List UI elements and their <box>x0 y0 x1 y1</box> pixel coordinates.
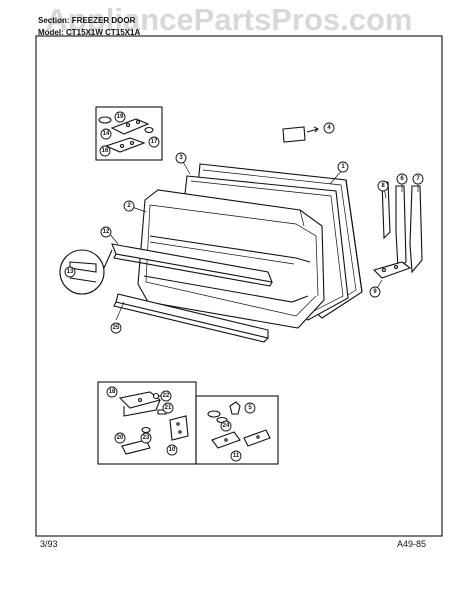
inner-door-liner <box>137 189 325 329</box>
callouts: 1 2 3 4 5 6 7 8 <box>64 111 424 462</box>
callout-10: 10 <box>166 444 178 456</box>
callout-18: 18 <box>106 386 118 398</box>
svg-text:13: 13 <box>67 269 74 275</box>
svg-text:5: 5 <box>248 405 252 411</box>
hinge-bottom-inset <box>97 381 197 465</box>
svg-text:6: 6 <box>400 176 404 182</box>
callout-5: 5 <box>244 402 256 414</box>
svg-text:4: 4 <box>327 125 331 131</box>
callout-19: 19 <box>114 111 126 123</box>
callout-6: 6 <box>396 173 408 185</box>
bottom-trim <box>113 293 269 343</box>
model-title: Model: CT15X1W CT15X1A <box>38 28 141 37</box>
svg-text:21: 21 <box>165 405 172 411</box>
hinge-top-inset <box>95 106 163 161</box>
callout-14: 14 <box>100 128 112 140</box>
callout-20: 20 <box>114 432 126 444</box>
svg-text:7: 7 <box>416 176 420 182</box>
svg-text:9: 9 <box>373 289 377 295</box>
svg-text:3: 3 <box>179 155 183 161</box>
callout-8: 8 <box>377 180 389 192</box>
callout-17: 17 <box>148 136 160 148</box>
svg-text:19: 19 <box>117 114 124 120</box>
callout-4: 4 <box>323 122 335 134</box>
shelf-bar-detail <box>59 249 113 295</box>
callout-11: 11 <box>230 450 242 462</box>
section-title: Section: FREEZER DOOR <box>38 16 136 25</box>
callout-23: 23 <box>140 432 152 444</box>
svg-text:17: 17 <box>151 139 158 145</box>
callout-21: 21 <box>162 402 174 414</box>
callout-22: 22 <box>160 390 172 402</box>
callout-1: 1 <box>337 161 349 173</box>
label-part <box>282 126 319 143</box>
svg-text:10: 10 <box>169 447 176 453</box>
callout-12: 12 <box>100 226 112 238</box>
svg-text:16: 16 <box>102 148 109 154</box>
svg-text:8: 8 <box>381 183 385 189</box>
svg-text:22: 22 <box>163 393 170 399</box>
svg-text:23: 23 <box>143 435 150 441</box>
svg-text:25: 25 <box>113 325 120 331</box>
diagram-frame <box>35 35 443 537</box>
footer-date: 3/93 <box>40 539 58 549</box>
svg-text:24: 24 <box>223 423 230 429</box>
svg-text:11: 11 <box>233 453 240 459</box>
callout-13: 13 <box>64 266 76 278</box>
watermark-logo: AppliancePartsPros.com <box>45 2 413 37</box>
callout-3: 3 <box>175 152 187 164</box>
svg-text:20: 20 <box>117 435 124 441</box>
callout-25: 25 <box>110 322 122 334</box>
door-handles <box>372 181 423 279</box>
callout-7: 7 <box>412 173 424 185</box>
callout-2: 2 <box>123 200 135 212</box>
footer-code: A49-85 <box>397 539 427 549</box>
svg-text:18: 18 <box>109 389 116 395</box>
callout-24: 24 <box>220 420 232 432</box>
callout-16: 16 <box>99 145 111 157</box>
svg-text:14: 14 <box>103 131 110 137</box>
shelf-bar <box>111 243 273 287</box>
svg-text:12: 12 <box>103 229 110 235</box>
svg-text:1: 1 <box>341 164 345 170</box>
callout-9: 9 <box>369 286 381 298</box>
svg-text:2: 2 <box>127 203 131 209</box>
